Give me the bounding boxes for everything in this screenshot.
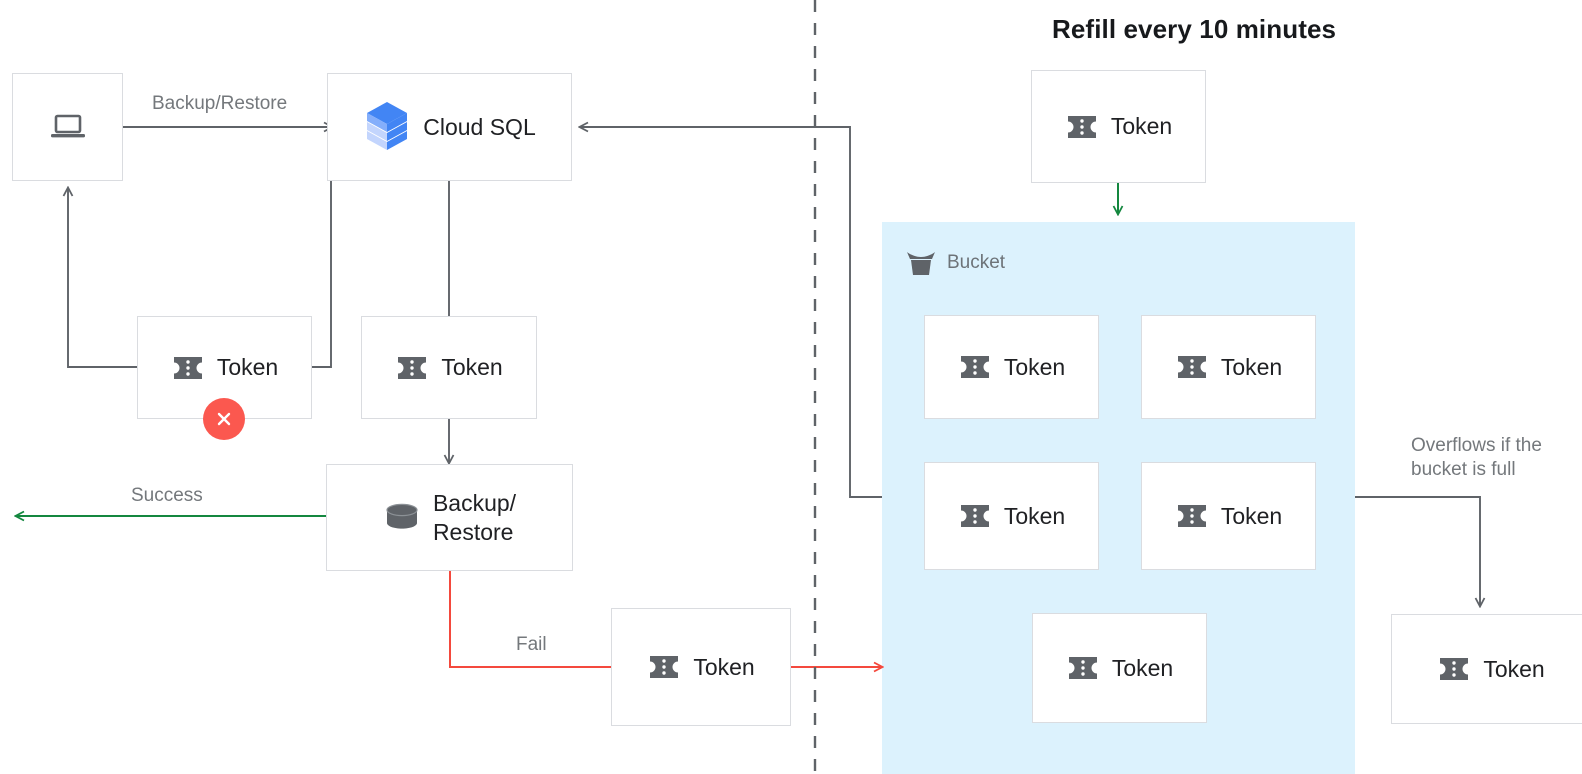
token-refill-label: Token bbox=[1110, 113, 1173, 140]
bucket-icon bbox=[905, 249, 937, 277]
laptop-icon bbox=[49, 112, 87, 142]
token-icon bbox=[647, 652, 681, 682]
bucket-token-label: Token bbox=[1003, 502, 1066, 529]
bucket-token-label: Token bbox=[1220, 502, 1283, 529]
page-title: Refill every 10 minutes bbox=[1052, 14, 1337, 44]
token-icon bbox=[958, 352, 992, 382]
close-icon bbox=[217, 412, 231, 426]
wire-overflow bbox=[1355, 496, 1480, 606]
token-consumed-node[interactable]: Token bbox=[361, 316, 537, 419]
token-icon bbox=[1175, 352, 1209, 382]
token-icon bbox=[1065, 112, 1099, 142]
bucket-token[interactable]: Token bbox=[1141, 315, 1316, 419]
client-node[interactable] bbox=[12, 73, 123, 181]
token-consumed-label: Token bbox=[441, 354, 503, 381]
x-mark-badge bbox=[203, 398, 245, 440]
bucket-token-label: Token bbox=[1003, 353, 1066, 380]
token-icon bbox=[171, 353, 205, 383]
wire-cloudsql-to-token-rejected bbox=[312, 181, 332, 368]
token-overflow-label: Token bbox=[1483, 655, 1545, 682]
bucket-token[interactable]: Token bbox=[1141, 462, 1316, 570]
token-returned-node[interactable]: Token bbox=[611, 608, 791, 726]
wire-token-rejected-to-client bbox=[68, 188, 137, 368]
cloud-sql-label: Cloud SQL bbox=[423, 113, 536, 140]
edge-label-fail: Fail bbox=[516, 634, 547, 655]
token-icon bbox=[958, 501, 992, 531]
bucket-token[interactable]: Token bbox=[924, 315, 1099, 419]
edge-label-overflow: Overflows if the bucket is full bbox=[1411, 435, 1542, 480]
token-refill-node[interactable]: Token bbox=[1031, 70, 1206, 183]
token-returned-label: Token bbox=[693, 653, 755, 680]
bucket-token-label: Token bbox=[1220, 353, 1283, 380]
edge-label-success: Success bbox=[131, 485, 203, 506]
bucket-token[interactable]: Token bbox=[924, 462, 1099, 570]
token-overflow-node[interactable]: Token bbox=[1391, 614, 1582, 724]
backup-restore-node[interactable]: Backup/ Restore bbox=[326, 464, 573, 571]
cloud-sql-icon bbox=[363, 100, 411, 154]
wire-bucket-to-cloudsql bbox=[580, 127, 882, 498]
backup-restore-label: Backup/ Restore bbox=[432, 490, 517, 545]
bucket-token-label: Token bbox=[1111, 654, 1174, 681]
bucket-token[interactable]: Token bbox=[1032, 613, 1207, 723]
token-rejected-label: Token bbox=[216, 354, 279, 381]
token-icon bbox=[1175, 501, 1209, 531]
bucket-label: Bucket bbox=[947, 252, 1006, 273]
bucket-title: Bucket bbox=[905, 249, 1005, 277]
cloud-sql-node[interactable]: Cloud SQL bbox=[327, 73, 572, 181]
edge-label-backup-restore: Backup/Restore bbox=[152, 93, 288, 114]
database-icon bbox=[383, 501, 421, 535]
token-icon bbox=[1066, 653, 1100, 683]
token-icon bbox=[1437, 654, 1471, 684]
token-icon bbox=[395, 353, 429, 383]
